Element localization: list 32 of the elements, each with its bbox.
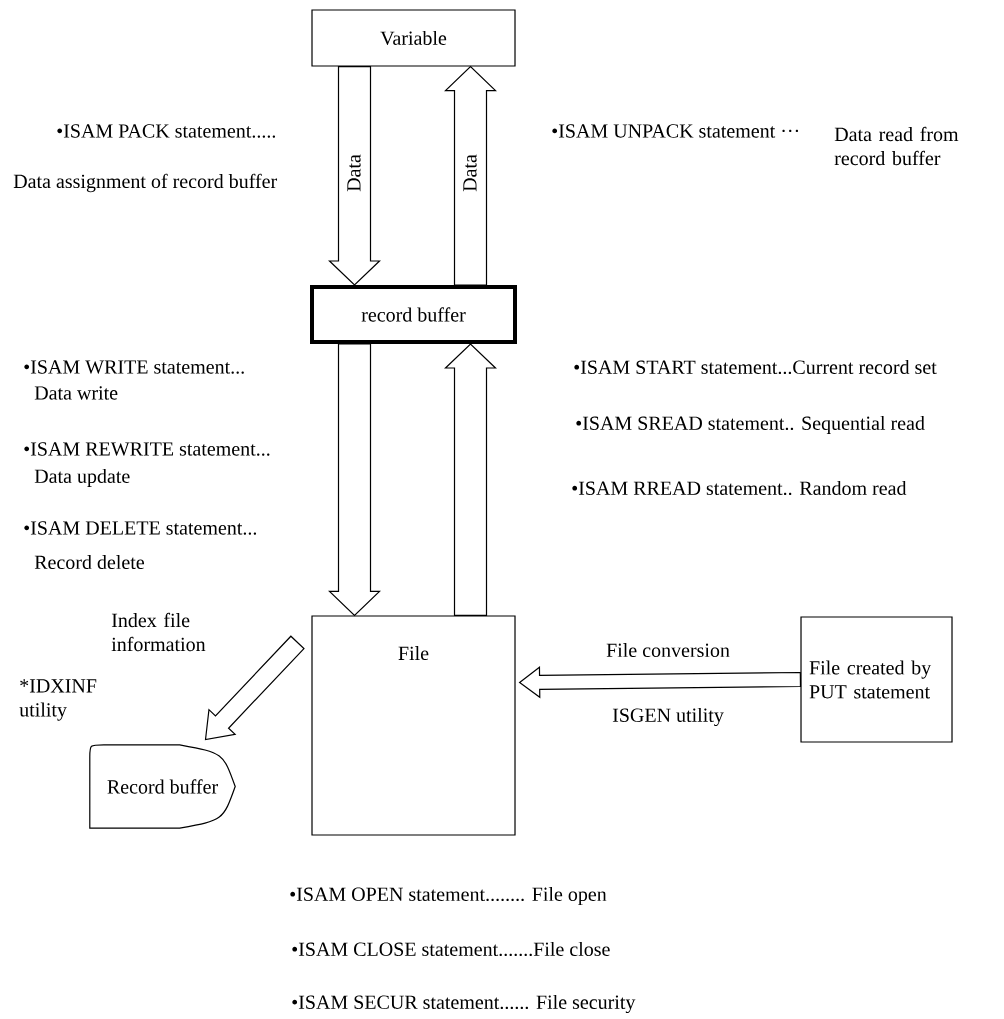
file-box: File created by PUT statement [800, 616, 953, 743]
text-label: Data update [34, 468, 130, 488]
text-label: •ISAM CLOSE statement.......File close [292, 941, 610, 957]
text-label: Data assignment of record buffer [13, 173, 277, 193]
text-label: Data read from record buffer [834, 126, 959, 166]
text-label: •ISAM SREAD statement.. Sequential read [576, 415, 925, 435]
text-label: •ISAM RREAD statement.. Random read [572, 480, 907, 496]
edge-label: File conversion [606, 642, 730, 658]
text-label: •ISAM START statement...Current record set [574, 359, 937, 375]
edge-label: Data [462, 153, 478, 193]
hollow-arrow [444, 343, 497, 616]
hollow-arrow [518, 666, 802, 699]
file-box: File [311, 615, 516, 836]
text-label: ISGEN utility [612, 707, 724, 727]
edge-label: Index file information [111, 612, 206, 652]
text-label: Record delete [34, 554, 145, 570]
text-label: *IDXINF utility [19, 679, 97, 721]
text-label: •ISAM WRITE statement... [24, 360, 244, 374]
hollow-arrow [328, 343, 381, 617]
edge-label: Data [346, 153, 362, 193]
text-label: Data write [34, 386, 118, 400]
hollow-arrow [444, 65, 497, 286]
hollow-arrow [328, 66, 381, 286]
hollow-arrow [204, 635, 305, 741]
variable-box: Variable [311, 9, 516, 67]
text-label: •ISAM DELETE statement... [24, 521, 257, 535]
text-label: •ISAM REWRITE statement... [24, 442, 270, 456]
text-label: •ISAM SECUR statement...... File security [292, 994, 636, 1014]
text-label: •ISAM OPEN statement........ File open [290, 886, 607, 906]
record-buffer-box: record buffer [310, 285, 517, 344]
text-label: •ISAM PACK statement..... [57, 124, 276, 138]
text-label: •ISAM UNPACK statement ··· [552, 124, 799, 138]
